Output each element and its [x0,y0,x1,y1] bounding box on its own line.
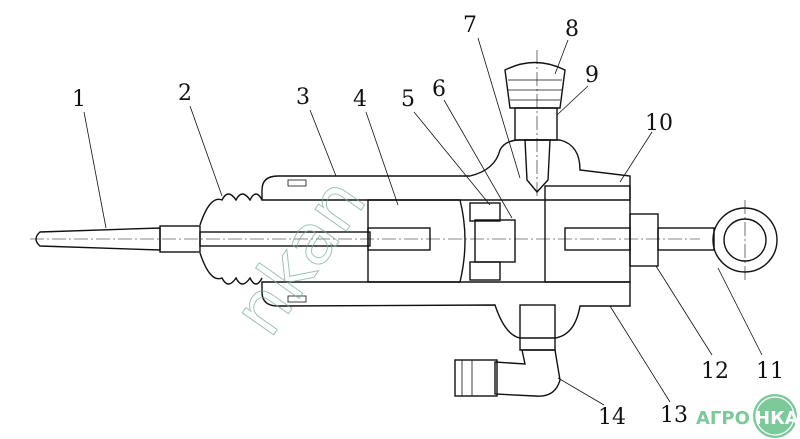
callout-11: 11 [756,359,784,384]
callout-2: 2 [178,81,192,106]
callout-7: 7 [463,13,477,38]
agronka-logo: АГРО НКА [696,394,799,438]
callout-3: 3 [296,85,310,110]
callout-5: 5 [401,87,415,112]
valve [474,219,516,263]
bleeder-valve [504,50,566,200]
seal-lower [469,261,501,281]
callout-4: 4 [353,87,367,112]
logo-right-text: НКА [755,408,799,429]
callout-13: 13 [660,403,688,428]
cylinder-body [261,139,631,339]
hose-fitting [454,304,561,397]
pushrod [30,225,700,253]
callout-6: 6 [432,77,446,102]
rubber-boot [199,193,263,285]
logo-left-text: АГРО [696,408,750,429]
callout-14: 14 [598,405,626,430]
eye-bolt [629,200,778,280]
callout-10: 10 [645,111,673,136]
seal [469,202,501,222]
watermark: nkan [217,163,382,350]
callout-8: 8 [565,17,579,42]
callout-1: 1 [72,87,86,112]
piston [367,199,466,283]
callout-9: 9 [585,63,599,88]
leader-lines [83,37,763,406]
callout-12: 12 [701,359,729,384]
